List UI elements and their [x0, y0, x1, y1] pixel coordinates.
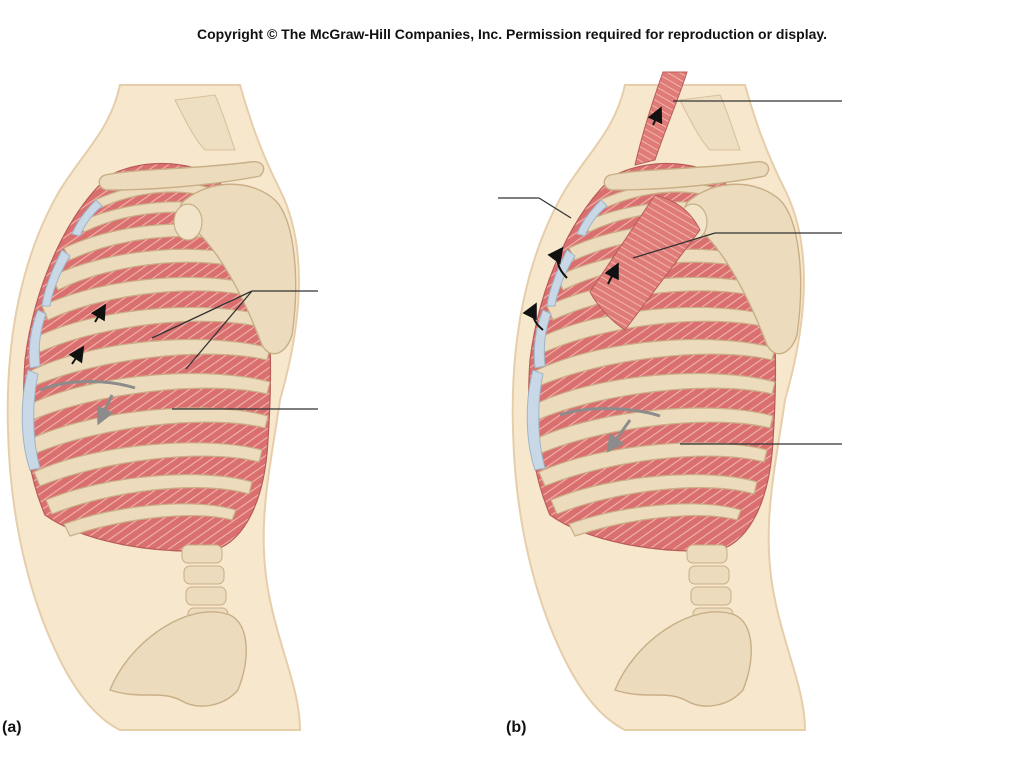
panel-a-label: (a): [2, 719, 22, 736]
arrow-up-1: [90, 303, 107, 323]
copyright-notice: Copyright © The McGraw-Hill Companies, I…: [196, 26, 828, 42]
panel-a-thorax: [6, 84, 318, 731]
arrow-curve-1: [547, 246, 568, 279]
arrow-down-gray: [39, 380, 136, 421]
leader-lines-a: [151, 290, 318, 410]
arrow-curve-2: [522, 302, 544, 331]
arrow-pec-up: [604, 262, 619, 285]
arrow-down-gray-b: [559, 407, 661, 448]
arrow-neck-up: [647, 106, 663, 126]
panel-b-thorax: [498, 71, 842, 731]
leader-lines-b: [498, 100, 842, 445]
arrow-up-2: [68, 345, 85, 365]
pectoralis-minor-muscle: [589, 194, 701, 331]
panel-b-label: (b): [506, 719, 527, 736]
